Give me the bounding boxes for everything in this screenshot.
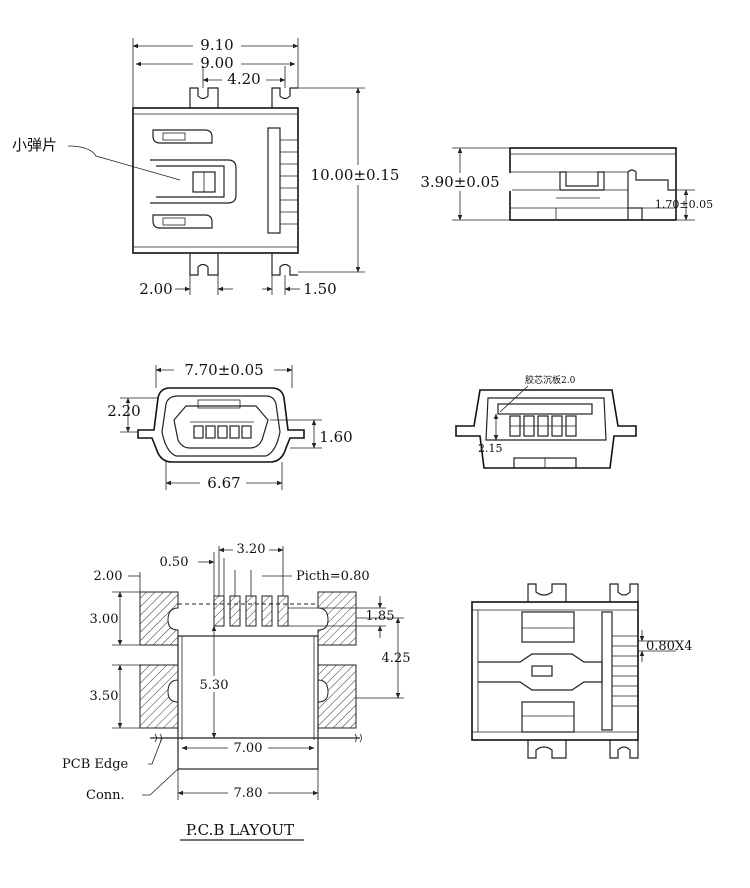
- dim-pin-width: 0.50: [160, 555, 189, 570]
- dim-tab-pitch: 4.20: [227, 70, 260, 88]
- label-conn: Conn.: [86, 788, 125, 803]
- dim-pad-bottom: 3.50: [90, 689, 119, 704]
- top-view-pins: [280, 139, 298, 225]
- pcb-signal-pins: [213, 595, 289, 627]
- dim-core-depth: 2.15: [478, 442, 503, 455]
- dim-pin-span: 3.20: [237, 542, 266, 557]
- bottom-view: 0.80X4: [471, 583, 692, 759]
- dim-side-height: 3.90±0.05: [420, 173, 499, 191]
- dim-bottom-pitch: 0.80X4: [646, 639, 692, 654]
- dim-left-tab: 2.00: [139, 280, 172, 298]
- dim-side-offset: 1.70±0.05: [655, 198, 713, 211]
- label-pcb-edge: PCB Edge: [62, 757, 129, 772]
- front-view: 7.70±0.05 2.20 1.60 6.67: [107, 361, 353, 492]
- bottom-view-pins: [612, 635, 638, 707]
- dim-base-width: 6.67: [207, 474, 240, 492]
- dim-pad-spacing: 4.25: [382, 651, 411, 666]
- front-view-pins: [193, 425, 252, 439]
- dim-pin-length: 1.85: [366, 609, 395, 624]
- side-view: 3.90±0.05 1.70±0.05: [412, 147, 713, 221]
- pcb-layout: 0.50 3.20 Picth=0.80 2.00 3.00 3.50 1.85: [62, 541, 411, 841]
- dim-inner-width: 7.00: [234, 741, 263, 756]
- top-view: 9.10 9.00 4.20 10.00±0.15 2.00 1.50 小弹片: [12, 36, 406, 298]
- dim-body-width: 9.00: [200, 54, 233, 72]
- pcb-layout-title: P.C.B LAYOUT: [186, 821, 294, 839]
- dim-opening-height: 1.60: [319, 428, 352, 446]
- dim-right-tab: 1.50: [303, 280, 336, 298]
- label-spring: 小弹片: [12, 136, 57, 154]
- dim-front-width: 7.70±0.05: [184, 361, 263, 379]
- dim-front-height: 2.20: [107, 402, 140, 420]
- dim-total-width: 9.10: [200, 36, 233, 54]
- label-core: 胶芯沉板2.0: [525, 374, 576, 386]
- dim-pad-width: 2.00: [94, 569, 123, 584]
- section-view: 胶芯沉板2.0 2.15: [455, 374, 637, 469]
- label-pitch: Picth=0.80: [296, 569, 370, 584]
- dim-inner-height: 5.30: [200, 678, 229, 693]
- dim-pad-top: 3.00: [90, 612, 119, 627]
- dim-height: 10.00±0.15: [311, 166, 400, 184]
- dim-outer-width: 7.80: [234, 786, 263, 801]
